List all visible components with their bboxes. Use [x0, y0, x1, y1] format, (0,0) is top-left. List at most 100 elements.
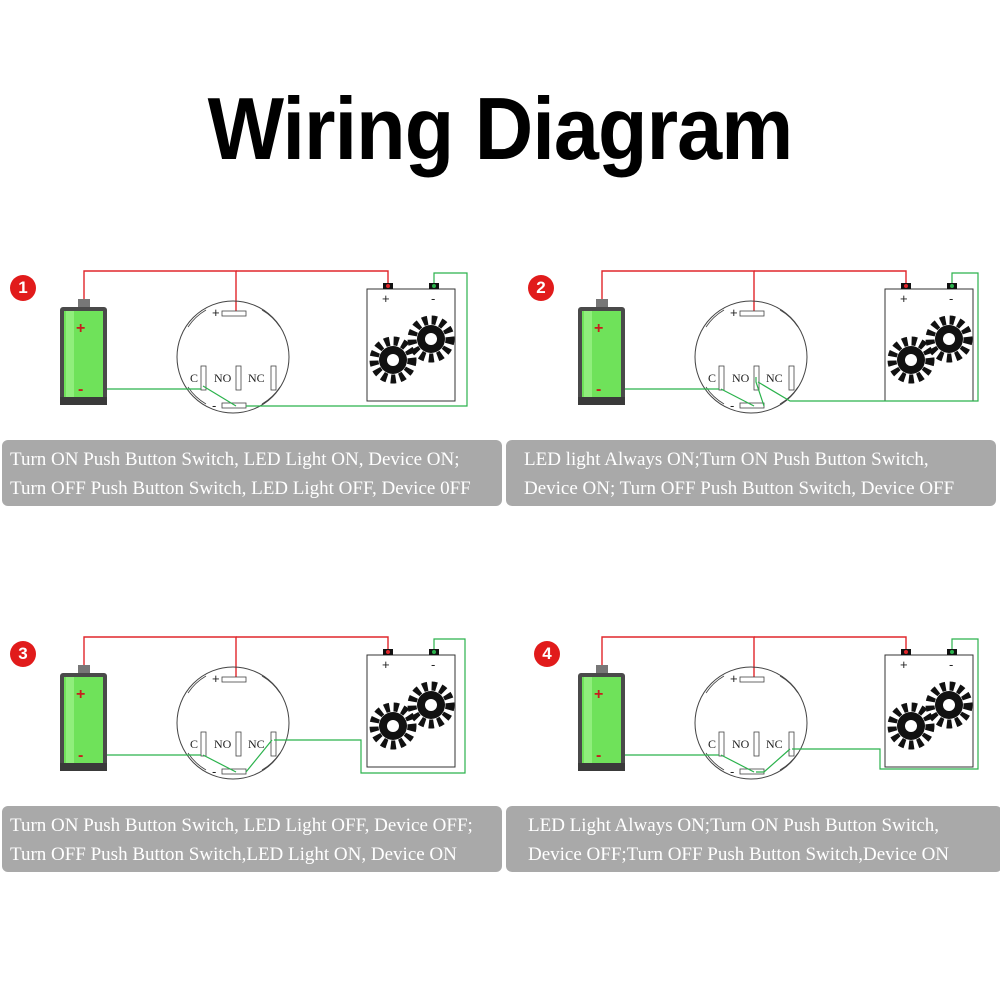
terminal-c: C — [190, 371, 198, 385]
caption-line: Turn OFF Push Button Switch,LED Light ON… — [10, 844, 457, 865]
device-box: + - — [884, 649, 974, 768]
green-wire — [720, 388, 755, 407]
svg-text:+: + — [212, 305, 220, 320]
green-wire — [245, 739, 273, 773]
green-wire — [246, 272, 468, 407]
svg-text:C: C — [190, 737, 198, 751]
red-wire — [754, 636, 907, 650]
green-wire — [756, 748, 791, 773]
svg-text:-: - — [596, 381, 601, 398]
svg-text:+: + — [900, 657, 908, 672]
svg-text:+: + — [382, 291, 390, 306]
page-title: Wiring Diagram — [207, 79, 794, 178]
svg-text:C: C — [708, 737, 716, 751]
push-button-switch: + - C NO NC — [694, 300, 808, 414]
green-wire — [202, 754, 237, 773]
device-box: + - — [366, 649, 456, 768]
svg-text:-: - — [730, 398, 734, 413]
gears-icon — [925, 315, 973, 363]
svg-text:+: + — [382, 657, 390, 672]
step-badge: 1 — [10, 275, 36, 301]
caption-line: Turn ON Push Button Switch, LED Light ON… — [10, 449, 460, 470]
caption-line: Turn OFF Push Button Switch, LED Light O… — [10, 478, 471, 499]
red-wire — [83, 636, 237, 679]
caption-box: LED light Always ON;Turn ON Push Button … — [506, 440, 996, 506]
caption-line: Turn ON Push Button Switch, LED Light OF… — [10, 815, 473, 836]
svg-text:NO: NO — [732, 737, 750, 751]
device-box: + - — [884, 283, 974, 402]
red-wire — [601, 270, 755, 313]
step-badge: 3 — [10, 641, 36, 667]
green-wire — [274, 638, 466, 774]
gears-icon — [369, 702, 417, 750]
svg-text:+: + — [730, 671, 738, 686]
gears-icon — [925, 681, 973, 729]
svg-text:+: + — [594, 320, 603, 337]
gears-icon — [887, 336, 935, 384]
caption-box: Turn ON Push Button Switch, LED Light OF… — [2, 806, 502, 872]
red-wire — [236, 270, 389, 284]
gears-icon — [887, 702, 935, 750]
svg-text:+: + — [594, 686, 603, 703]
caption-line: LED light Always ON;Turn ON Push Button … — [524, 449, 929, 470]
red-wire — [754, 270, 907, 284]
gears-icon — [407, 315, 455, 363]
svg-text:-: - — [212, 398, 216, 413]
wiring-diagram-4: + - + - C NO NC + - — [578, 636, 979, 780]
svg-text:+: + — [900, 291, 908, 306]
svg-text:NC: NC — [248, 737, 265, 751]
red-wire — [83, 270, 237, 313]
battery-icon: + - — [60, 299, 107, 405]
step-badge: 2 — [528, 275, 554, 301]
gears-icon — [407, 681, 455, 729]
svg-text:NC: NC — [766, 737, 783, 751]
svg-text:C: C — [708, 371, 716, 385]
svg-text:-: - — [949, 291, 953, 306]
svg-text:-: - — [949, 657, 953, 672]
green-wire — [720, 754, 755, 773]
svg-text:-: - — [78, 747, 83, 764]
svg-text:+: + — [212, 671, 220, 686]
wiring-diagram-3: + - + - C NO NC + - — [60, 636, 466, 780]
svg-text:NO: NO — [214, 737, 232, 751]
battery-icon: + - — [578, 665, 625, 771]
panel-2: 2 + - + - C NO NC — [506, 255, 1000, 506]
wiring-diagram-2: + - + - C NO NC + - — [578, 270, 979, 414]
caption-line: Device ON; Turn OFF Push Button Switch, … — [524, 478, 955, 499]
battery-plus: + — [76, 320, 85, 337]
panel-4: 4 + - + - C NO NC — [506, 621, 1000, 872]
svg-text:-: - — [730, 764, 734, 779]
terminal-no: NO — [214, 371, 232, 385]
step-badge: 4 — [534, 641, 560, 667]
gears-icon — [369, 336, 417, 384]
red-wire — [236, 636, 389, 650]
red-wire — [601, 636, 755, 679]
caption-box: Turn ON Push Button Switch, LED Light ON… — [2, 440, 502, 506]
svg-text:+: + — [76, 686, 85, 703]
terminal-nc: NC — [248, 371, 265, 385]
panel-3: 3 + - + - C NO NC — [0, 621, 502, 872]
svg-text:-: - — [431, 657, 435, 672]
device-box: + - — [366, 283, 456, 402]
battery-minus: - — [78, 381, 83, 398]
wiring-diagram-1: + - + - C NO NC + - — [60, 270, 468, 414]
svg-text:+: + — [730, 305, 738, 320]
battery-icon: + - — [578, 299, 625, 405]
green-wire — [757, 272, 979, 402]
push-button-switch: + - C NO NC — [694, 666, 808, 780]
caption-line: LED Light Always ON;Turn ON Push Button … — [528, 815, 939, 836]
green-wire — [755, 377, 765, 407]
svg-text:-: - — [431, 291, 435, 306]
green-wire — [202, 385, 237, 407]
caption-box: LED Light Always ON;Turn ON Push Button … — [506, 806, 1000, 872]
push-button-switch: + - C NO NC — [176, 666, 290, 780]
caption-line: Device OFF;Turn OFF Push Button Switch,D… — [528, 844, 950, 865]
svg-text:-: - — [212, 764, 216, 779]
svg-text:-: - — [596, 747, 601, 764]
svg-text:NC: NC — [766, 371, 783, 385]
green-wire — [792, 638, 979, 770]
svg-text:NO: NO — [732, 371, 750, 385]
panel-1: 1 + - + - C NO — [0, 255, 502, 506]
battery-icon: + - — [60, 665, 107, 771]
push-button-switch: + - C NO NC — [176, 300, 290, 414]
